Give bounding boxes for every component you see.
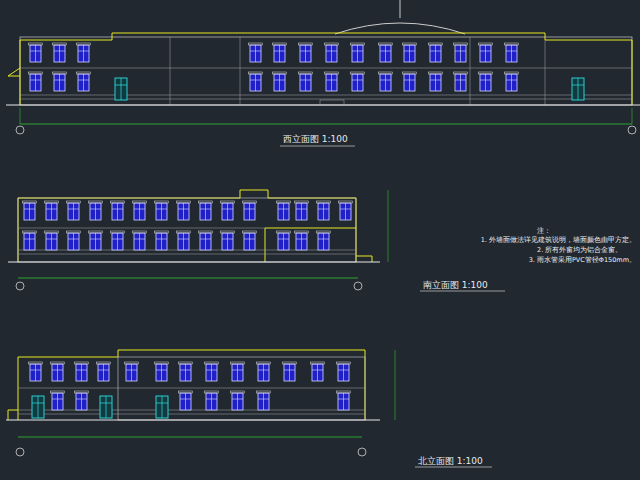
view-title: 南立面图 1:100 bbox=[423, 280, 488, 291]
view-title: 北立面图 1:100 bbox=[418, 456, 483, 467]
note-text: 1. 外墙面做法详见建筑说明，墙面颜色由甲方定。 bbox=[481, 237, 636, 245]
note-heading: 注： bbox=[537, 228, 551, 236]
note-text: 3. 雨水管采用PVC管径Φ150mm。 bbox=[529, 257, 636, 265]
view-title: 西立面图 1:100 bbox=[283, 134, 348, 145]
note-text: 2. 所有外窗均为铝合金窗。 bbox=[537, 247, 622, 255]
